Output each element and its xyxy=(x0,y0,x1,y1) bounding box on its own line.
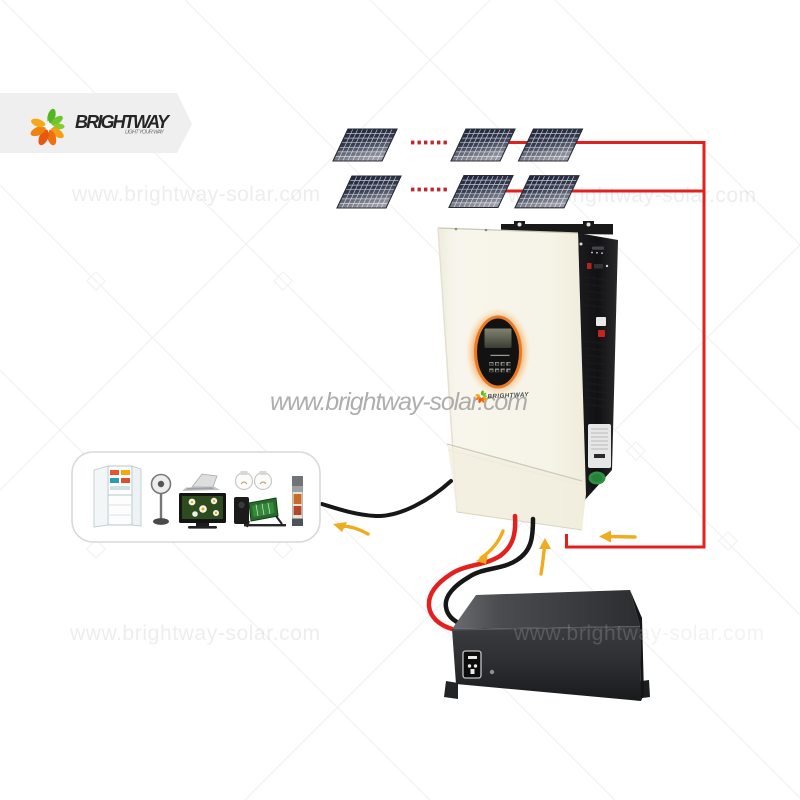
svg-text:www.brightway-solar.com: www.brightway-solar.com xyxy=(513,622,764,645)
svg-text:www.brightway-solar.com: www.brightway-solar.com xyxy=(270,388,528,416)
svg-text:www.brightway-solar.com: www.brightway-solar.com xyxy=(71,183,320,206)
svg-text:www.brightway-solar.com: www.brightway-solar.com xyxy=(69,622,320,645)
svg-text:LIGHT YOUR WAY: LIGHT YOUR WAY xyxy=(125,130,165,136)
svg-text:BRIGHTWAY: BRIGHTWAY xyxy=(75,112,171,132)
svg-text:BRIGHTWAY: BRIGHTWAY xyxy=(487,391,529,400)
